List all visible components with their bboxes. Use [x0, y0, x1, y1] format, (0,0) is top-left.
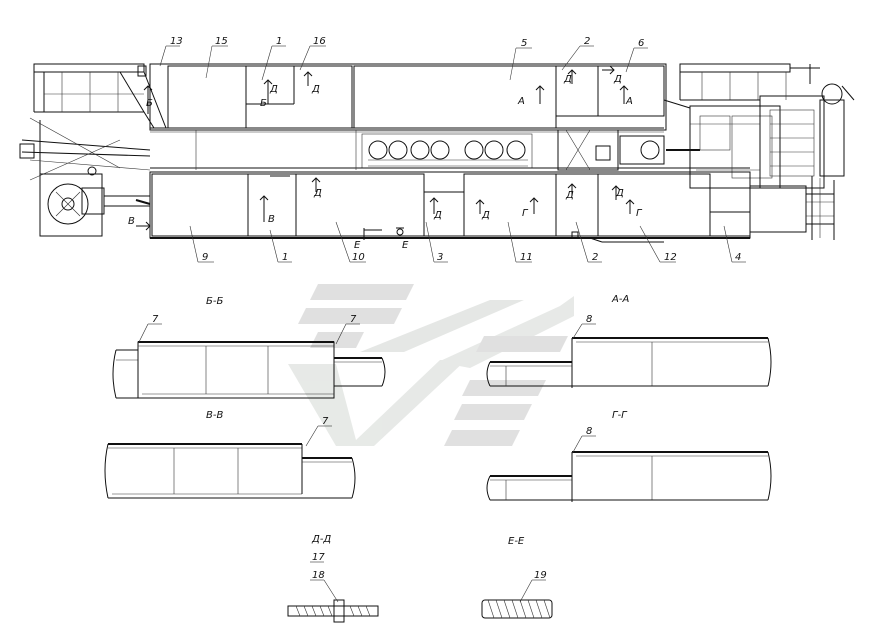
pos-label-6: 6: [638, 38, 644, 49]
cut-letter-d-8: Д: [565, 190, 574, 201]
front-railing: [663, 63, 820, 109]
section-b-b: [112, 323, 386, 399]
pos-label-11: 11: [520, 252, 533, 263]
pos-label-8-gg: 8: [586, 426, 592, 437]
cut-letter-b-mid: Б: [260, 98, 267, 109]
pos-label-16: 16: [313, 36, 326, 47]
rear-outrigger: [19, 117, 151, 236]
watermark-logo: [288, 284, 574, 446]
pos-label-2-bottom: 2: [592, 252, 598, 263]
pos-label-2-top: 2: [584, 36, 590, 47]
pos-label-13: 13: [170, 36, 183, 47]
section-cut-marks: [136, 65, 635, 240]
cut-letter-e-2: Е: [402, 240, 409, 251]
plan-view: [19, 63, 855, 243]
section-d-d: [287, 561, 379, 623]
section-title-v-v: В-В: [206, 410, 223, 421]
cut-letter-d-5: Д: [313, 188, 322, 199]
section-titles: Б-Б А-А В-В Г-Г Д-Д Е-Е: [206, 294, 629, 547]
cut-letter-b-left: Б: [146, 98, 153, 109]
cut-letter-d-3: Д: [563, 74, 572, 85]
section-e-e: [481, 579, 553, 619]
cut-letter-a-2: А: [625, 96, 633, 107]
section-title-d-d: Д-Д: [311, 534, 331, 545]
position-labels: 13 15 1 16 5 2 6 9 1 10 3 11 2 12 4 7 7 …: [152, 36, 741, 581]
front-outrigger: [749, 176, 835, 240]
gas-cylinders: [361, 133, 533, 169]
cut-letter-d-7: Д: [481, 210, 490, 221]
pos-label-1-top: 1: [276, 36, 282, 47]
compartment-4: [709, 211, 751, 237]
cut-letter-d-4: Д: [613, 74, 622, 85]
compartment-12: [597, 173, 711, 237]
pos-label-7-bb-left: 7: [152, 314, 159, 325]
compartment-9: [151, 173, 249, 237]
pos-label-12: 12: [664, 252, 677, 263]
pos-label-3: 3: [437, 252, 443, 263]
compartment-15: [167, 65, 247, 129]
cut-letter-a-1: А: [517, 96, 525, 107]
pos-label-18: 18: [312, 570, 325, 581]
leader-lines: [159, 45, 746, 263]
cut-letter-v-mid: В: [268, 214, 275, 225]
compartment-2-lower: [555, 173, 599, 237]
pos-label-1-bottom: 1: [282, 252, 288, 263]
compartment-11: [463, 173, 557, 237]
rear-railing: [33, 63, 167, 129]
cut-letter-v-left: В: [128, 216, 135, 227]
section-g-g: [486, 435, 772, 502]
section-title-b-b: Б-Б: [206, 296, 223, 307]
compartment-2-upper: [555, 65, 599, 117]
compartment-6: [597, 65, 665, 117]
cut-letter-e-1: Е: [354, 240, 361, 251]
upper-body-outline: [149, 63, 667, 131]
cut-mark-letters: Б Д Б Д А Д Д А В В Д Д Д Г Д Д Г Е Е: [128, 74, 643, 251]
pos-label-9: 9: [202, 252, 208, 263]
cut-letter-g-2: Г: [636, 208, 643, 219]
pos-label-8-aa: 8: [586, 314, 592, 325]
section-a-a: [486, 323, 772, 388]
cut-letter-d-9: Д: [615, 188, 624, 199]
pos-label-7-vv: 7: [322, 416, 329, 427]
section-title-a-a: А-А: [611, 294, 629, 305]
cut-letter-g-1: Г: [522, 208, 529, 219]
pos-label-19: 19: [534, 570, 547, 581]
pos-label-10: 10: [352, 252, 365, 263]
section-title-e-e: Е-Е: [508, 536, 525, 547]
compartment-10: [295, 173, 425, 237]
engine-area: [557, 83, 855, 189]
cut-letter-d-6: Д: [433, 210, 442, 221]
compartment-3: [423, 191, 465, 237]
pos-label-5: 5: [521, 38, 527, 49]
section-v-v: [104, 425, 356, 499]
lower-body-outline: [149, 171, 751, 239]
compartment-5: [353, 65, 557, 129]
section-title-g-g: Г-Г: [612, 410, 628, 421]
pos-label-17: 17: [312, 552, 325, 563]
cut-letter-d-2: Д: [311, 84, 320, 95]
cut-letter-d-1: Д: [269, 84, 278, 95]
pos-label-4: 4: [735, 252, 741, 263]
compartment-1-lower: [247, 173, 297, 237]
compartment-1-upper: [245, 65, 353, 129]
pos-label-15: 15: [215, 36, 228, 47]
pos-label-7-bb-right: 7: [350, 314, 357, 325]
